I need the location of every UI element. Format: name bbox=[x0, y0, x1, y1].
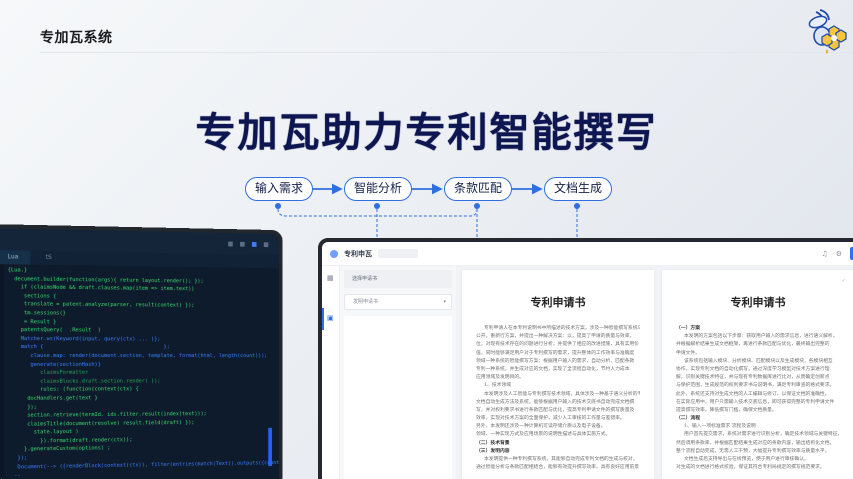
document-page[interactable]: 专利申请书 专利申请人在本专利说明书中所描述的技术方案，涉及一种智能撰写系统与方… bbox=[462, 270, 654, 479]
document-preview-area: 专利申请书 专利申请人在本专利说明书中所描述的技术方案，涉及一种智能撰写系统与方… bbox=[456, 266, 853, 479]
code-gutter bbox=[0, 264, 4, 479]
document-text-line: 领域、一种实现方式及应用场景的说明性描述与具体实施方式。 bbox=[476, 430, 640, 438]
bee-honeycomb-logo-icon bbox=[800, 6, 852, 58]
document-text-line: （三）发明内容 bbox=[476, 447, 640, 455]
document-text-line: （二）技术背景 bbox=[476, 439, 640, 447]
document-text-line: 用户首先提交需求，系统对需求进行识别分析，确定技术领域与关键特征， bbox=[676, 430, 840, 438]
document-text-line: 此外，系统还支持对生成文档的人工编辑与修订，以保证文档的准确性。 bbox=[676, 390, 840, 398]
document-text-line: 公开，重新行方案，并提出一种解决方案：以，提高了申请的质量与效率， bbox=[476, 332, 640, 340]
grid-icon[interactable]: ▦ bbox=[327, 274, 334, 281]
app-actions: ♫ ⚙ 提交 bbox=[821, 247, 853, 260]
document-text-line: 在实际应用中，用户只需输入技术交底信息，即可获得完整的专利申请文件 bbox=[676, 398, 840, 406]
top-divider bbox=[40, 52, 853, 53]
patent-app-window: 专利申瓦 智能撰写 ♫ ⚙ 提交 ▦ ▣ 选择申请书 发明申请书 ▾ 专利申请书… bbox=[318, 238, 853, 479]
code-scrollbar[interactable] bbox=[268, 428, 272, 466]
document-text-line: 申请文件。 bbox=[676, 349, 840, 357]
document-text-line: 效率，实现对技术方案的全面保护，减少人工审核的工作量与差错率。 bbox=[476, 414, 640, 422]
document-text-line: 领域一种系统的智能撰写方案：根据用户输入的需求，自动分析、匹配条款 bbox=[476, 357, 640, 365]
window-control-icon[interactable] bbox=[240, 241, 245, 246]
headline-title: 专加瓦助力专利智能撰写 bbox=[0, 100, 853, 158]
code-line: match { }; bbox=[8, 343, 279, 352]
document-text-line: 整个流程自动完成，无需人工干预，大幅提升专利撰写效率与质量水平。 bbox=[676, 447, 840, 455]
document-text-line: 专利申请人在本专利说明书中所描述的技术方案，涉及一种智能撰写系统与方法 bbox=[476, 324, 640, 332]
flow-step-clause-matching[interactable]: 条款匹配 bbox=[444, 177, 512, 201]
document-text-line: 1、输入一项标准需求 流程及说明 bbox=[676, 422, 840, 430]
window-control-icon[interactable] bbox=[264, 242, 269, 247]
window-control-icon[interactable] bbox=[228, 241, 233, 246]
code-body[interactable]: {Lua.} decument.builder(function(args){ … bbox=[0, 264, 279, 479]
document-text-line: 另外，本发明还涉及一种计算机可读存储介质以及电子设备。 bbox=[476, 422, 640, 430]
app-settings-panel: 选择申请书 发明申请书 ▾ bbox=[340, 266, 456, 479]
document-text-line: 本发明的方案包括以下步骤：获取用户输入的需求信息，进行语义解析， bbox=[676, 332, 840, 340]
application-type-select[interactable]: 发明申请书 ▾ bbox=[344, 294, 452, 310]
document-text-line: 位，对现有技术存在的问题进行分析，并提供了相应的改进措施，具有实用价 bbox=[476, 340, 640, 348]
document-text-line: 1、技术领域 bbox=[476, 381, 640, 389]
flow-step-document-generation[interactable]: 文档生成 bbox=[544, 177, 612, 201]
rail-active-indicator bbox=[322, 308, 324, 330]
flow-step-smart-analysis[interactable]: 智能分析 bbox=[344, 177, 412, 201]
document-text-line: 该系统包括输入模块、分析模块、匹配模块以及生成模块，各模块相互 bbox=[676, 357, 840, 365]
document-text-line: 解，识别关键技术特征，并与现有专利数据库进行比对，从而确定创新点 bbox=[676, 373, 840, 381]
document-text-line: 值，同时能够满足用户对于专利撰写的需求，提升整体的工作效率与准确度 bbox=[476, 349, 640, 357]
document-text-line: 提高撰写效率，降低撰写门槛，确保文档质量。 bbox=[676, 406, 840, 414]
document-text-line: 协作，实现专利文档的自动化撰写，通过深度学习模型对技术方案进行理 bbox=[676, 365, 840, 373]
document-text-line: 本发明提供一种专利撰写系统，其能够自动完成专利文档的生成与校对。 bbox=[476, 455, 640, 463]
check-icon[interactable]: ✓ bbox=[842, 278, 846, 284]
app-header: 专利申瓦 智能撰写 ♫ ⚙ 提交 bbox=[322, 242, 853, 266]
panel-card bbox=[344, 316, 452, 479]
code-tab[interactable]: Lua bbox=[0, 250, 30, 265]
app-subtitle: 智能撰写 bbox=[378, 249, 418, 258]
document-text-line: （一）方案 bbox=[676, 324, 840, 332]
document-text-line: 写，并对权利要求书进行条款匹配与优化，提高专利申请文件的撰写质量及 bbox=[476, 406, 640, 414]
document-title: 专利申请书 bbox=[676, 294, 840, 310]
chevron-down-icon: ▾ bbox=[443, 295, 446, 309]
document-text-line: 本发明涉及人工智能与专利撰写技术领域，具体涉及一种基于语义分析的专利 bbox=[476, 390, 640, 398]
panel-label: 选择申请书 bbox=[344, 270, 452, 288]
bell-icon[interactable]: ♫ bbox=[821, 250, 827, 258]
document-text-line: 通过智能分析与条款匹配相结合，能够有效提升撰写效率，具有良好应用前景 bbox=[476, 463, 640, 471]
document-text-line: （二）流程 bbox=[676, 414, 840, 422]
app-logo-icon bbox=[330, 250, 338, 258]
gear-icon[interactable]: ⚙ bbox=[836, 250, 842, 258]
document-title: 专利申请书 bbox=[476, 294, 640, 310]
code-tab[interactable]: tS bbox=[30, 251, 63, 265]
document-icon[interactable]: ▣ bbox=[327, 314, 334, 321]
window-control-icon[interactable] bbox=[252, 242, 257, 247]
app-side-rail: ▦ ▣ bbox=[322, 266, 340, 479]
document-text-line: 专利一种系统，并生成对应的文档，实现了全流程自动化，节约人力成本 bbox=[476, 365, 640, 373]
document-text-line: 应用领域及发明目的。 bbox=[476, 373, 640, 381]
flow-step-input-requirement[interactable]: 输入需求 bbox=[245, 177, 313, 201]
document-text-line: 并根据解析结果生成文档框架，再进行条款匹配与优化，最终输出完整的 bbox=[676, 340, 840, 348]
select-value: 发明申请书 bbox=[353, 299, 378, 305]
document-text-line: 对生成的文档进行格式校验，保证其符合专利局规定的撰写规范要求。 bbox=[676, 463, 840, 471]
document-text-line: 文档生成后支持导出与在线预览，便于用户进行审核确认。 bbox=[676, 455, 840, 463]
document-text-line: 然后调用条款库，并根据匹配结果生成对应的条款内容，输出结构化文档， bbox=[676, 439, 840, 447]
brand-name: 专加瓦系统 bbox=[40, 27, 113, 47]
document-page[interactable]: ✓ 专利申请书 （一）方案本发明的方案包括以下步骤：获取用户输入的需求信息，进行… bbox=[662, 270, 853, 479]
document-text-line: 与保护范围，生成规范的权利要求书与说明书，满足专利审查的格式要求。 bbox=[676, 381, 840, 389]
code-editor-window: Lua tS {Lua.} decument.builder(function(… bbox=[0, 224, 283, 479]
document-text-line: 文档自动生成方法及系统，能够根据用户输入的技术交底书自动完成文档撰 bbox=[476, 398, 640, 406]
app-title: 专利申瓦 bbox=[344, 249, 372, 259]
code-line: clause.map: render(document.section, tem… bbox=[8, 352, 279, 361]
